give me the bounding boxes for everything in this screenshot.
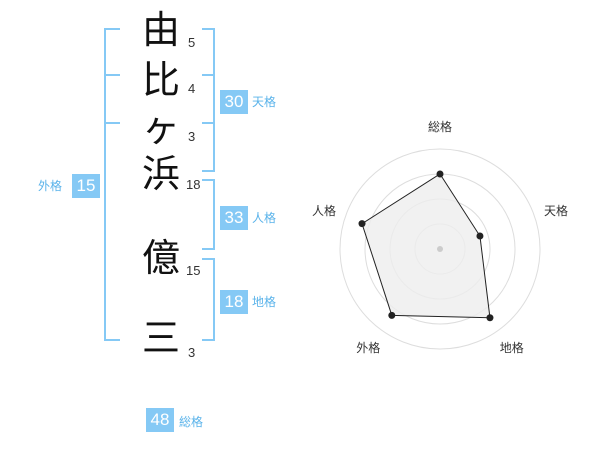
gaikaku-badge: 15 <box>72 174 100 198</box>
jinkaku-badge: 33 <box>220 206 248 230</box>
chikaku-badge: 18 <box>220 290 248 314</box>
radar-point-5 <box>358 220 366 228</box>
radar-axis-label-3: 地格 <box>499 340 524 355</box>
tenkaku-bracket <box>202 28 215 172</box>
stroke-count-6: 3 <box>188 345 196 360</box>
name-char-2: 比 <box>141 58 180 102</box>
radar-axis-label-1: 総格 <box>428 120 453 134</box>
soukaku-label: 総格 <box>179 415 204 429</box>
radar-axis-label-5: 人格 <box>311 204 336 219</box>
gaikaku-label: 外格 <box>38 179 63 193</box>
stroke-count-4: 18 <box>186 177 201 192</box>
name-char-3: ヶ <box>141 106 180 150</box>
radar-point-1 <box>436 170 444 178</box>
radar-grid-ring <box>339 148 541 350</box>
stroke-count-5: 15 <box>186 263 201 278</box>
stroke-count-1: 5 <box>188 35 196 50</box>
jinkaku-label: 人格 <box>252 211 277 225</box>
tenkaku-badge: 30 <box>220 90 248 114</box>
radar-axis-label-4: 外格 <box>356 340 381 355</box>
soukaku-badge: 48 <box>146 408 174 432</box>
jinkaku-bracket <box>202 179 215 250</box>
stroke-count-2: 4 <box>188 81 196 96</box>
radar-point-3 <box>486 314 494 322</box>
name-char-5: 億 <box>141 236 180 280</box>
chikaku-bracket <box>202 258 215 341</box>
stroke-count-3: 3 <box>188 129 196 144</box>
radar-axis-label-2: 天格 <box>544 204 569 219</box>
outer-bracket <box>104 28 120 341</box>
chikaku-label: 地格 <box>252 295 277 309</box>
name-char-6: 三 <box>141 316 180 360</box>
radar-series-polygon <box>361 173 491 319</box>
name-char-1: 由 <box>141 8 180 52</box>
name-char-4: 浜 <box>141 152 180 196</box>
radar-center-dot <box>437 246 443 252</box>
radar-point-2 <box>476 232 484 240</box>
radar-point-4 <box>388 311 396 319</box>
tenkaku-label: 天格 <box>252 95 277 109</box>
